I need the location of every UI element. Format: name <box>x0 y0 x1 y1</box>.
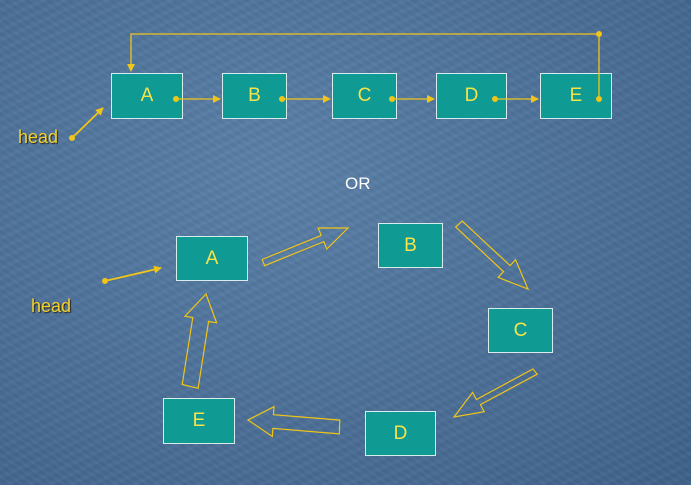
ring-head-dot <box>102 278 108 284</box>
pointer-dot-a <box>173 96 179 102</box>
top-head-pointer <box>71 107 104 139</box>
ring-arrow-a-b <box>261 227 350 267</box>
top-node-a: A <box>111 73 183 119</box>
top-node-e: E <box>540 73 612 119</box>
top-node-d: D <box>436 73 507 119</box>
ring-arrow-b-c <box>454 220 530 291</box>
ring-node-a: A <box>176 236 248 281</box>
ring-arrow-e-a <box>181 292 218 390</box>
ring-node-d: D <box>365 411 436 456</box>
ring-head-label: head <box>31 296 72 316</box>
ring-node-b: B <box>378 223 443 268</box>
or-separator: OR <box>345 174 371 193</box>
top-node-b: B <box>222 73 287 119</box>
ring-head-pointer <box>104 265 162 282</box>
pointer-dot-d <box>492 96 498 102</box>
pointer-dot-e <box>596 96 602 102</box>
pointer-dot-c <box>389 96 395 102</box>
wrap-corner-dot <box>596 31 602 37</box>
top-head-label: head <box>18 127 59 147</box>
pointer-dot-b <box>279 96 285 102</box>
ring-arrow-c-d <box>452 368 539 418</box>
top-pointer-e-a-wrap <box>127 33 600 99</box>
ring-node-c: C <box>488 308 553 353</box>
top-node-c: C <box>332 73 397 119</box>
ring-node-e: E <box>163 398 235 444</box>
ring-arrow-d-e <box>246 405 341 438</box>
top-head-dot <box>69 135 75 141</box>
